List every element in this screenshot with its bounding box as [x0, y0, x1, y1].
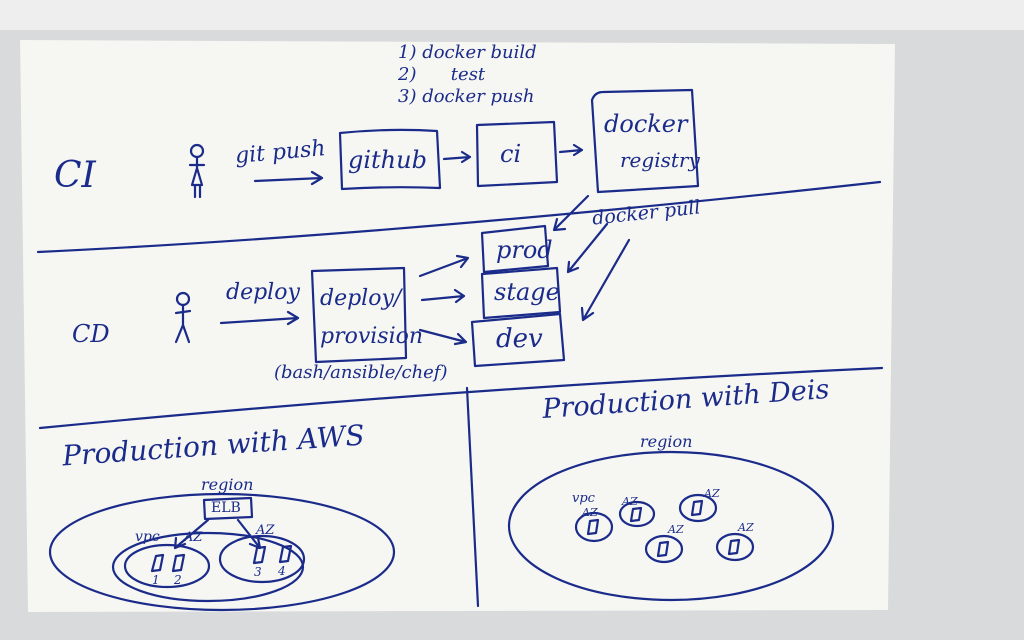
instance-4-icon: [278, 544, 293, 564]
elb-arrow-left: [173, 518, 210, 550]
elb-box: [202, 496, 254, 521]
ci-label: CI: [54, 155, 96, 196]
deploy-line2: provision: [320, 324, 424, 349]
pull-arrow-dev: [580, 238, 631, 322]
arrow-to-dev: [418, 328, 468, 346]
github-box: [338, 128, 442, 191]
divider-cd-production: [38, 366, 884, 430]
deis-region-ellipse: [507, 450, 835, 602]
arrow-ci-to-registry: [558, 143, 584, 157]
deis-az5-ellipse: [715, 532, 755, 562]
stage-box: [480, 266, 562, 320]
deis-az1-ellipse: [574, 511, 614, 543]
instance-3-icon: [252, 545, 267, 565]
registry-line1: docker: [604, 110, 688, 138]
deploy-provision-box: [310, 266, 408, 364]
arrow-to-prod: [418, 254, 470, 278]
ci-step-1: 1) docker build: [398, 42, 537, 63]
deploy-line1: deploy/: [320, 286, 402, 311]
prod-box: [480, 224, 550, 274]
deis-az3-ellipse: [678, 493, 718, 523]
cd-person-icon: [174, 291, 192, 344]
deis-instance-2-icon: [629, 506, 643, 523]
aws-region-ellipse: [48, 492, 396, 612]
deis-az4-ellipse: [644, 534, 684, 564]
dev-label: dev: [496, 324, 543, 354]
aws-az1-ellipse: [123, 543, 211, 589]
deis-az3-label: AZ: [704, 487, 720, 500]
ci-step-2: 2) test: [398, 64, 486, 85]
pull-arrow-prod: [552, 194, 590, 232]
instance-2-icon: [171, 553, 186, 573]
deis-instance-3-icon: [690, 499, 704, 517]
arrow-github-to-ci: [442, 150, 472, 164]
elb-label: ELB: [211, 500, 241, 516]
ci-box-label: ci: [500, 140, 522, 168]
github-label: github: [348, 146, 427, 174]
aws-region-label: region: [201, 475, 254, 494]
paper-sheet: [20, 40, 895, 612]
deploy-arrow: [219, 310, 300, 326]
top-strip: [0, 0, 1024, 30]
instance-4-number: 4: [278, 564, 286, 578]
arrow-to-stage: [420, 288, 466, 304]
deis-az5-label: AZ: [738, 521, 754, 534]
aws-vpc-label: vpc: [135, 529, 160, 545]
deis-az2-ellipse: [618, 500, 656, 528]
aws-az2-label: AZ: [256, 523, 275, 538]
instance-3-number: 3: [254, 565, 262, 579]
docker-registry-box: [590, 88, 700, 194]
aws-az2-ellipse: [218, 534, 306, 584]
divider-ci-cd: [36, 180, 882, 254]
pull-arrow-stage: [566, 222, 609, 274]
deis-instance-1-icon: [586, 518, 600, 536]
deis-az1-label: AZ: [582, 506, 598, 519]
instance-2-number: 2: [174, 573, 182, 587]
git-push-arrow: [253, 170, 324, 186]
instance-1-number: 1: [152, 573, 160, 587]
deis-vpc-label: vpc: [572, 491, 595, 506]
deis-region-label: region: [640, 432, 693, 451]
instance-1-icon: [150, 553, 165, 573]
stage-label: stage: [494, 278, 560, 306]
aws-vpc-ellipse: [111, 531, 305, 603]
deis-instance-5-icon: [727, 538, 741, 556]
deis-az4-label: AZ: [668, 523, 684, 536]
tools-label: (bash/ansible/chef): [274, 362, 448, 383]
registry-line2: registry: [620, 148, 700, 172]
deis-az2-label: AZ: [622, 495, 638, 508]
ci-steps-list: 1) docker build 2) test 3) docker push: [398, 44, 537, 106]
ci-step-3: 3) docker push: [398, 86, 535, 107]
prod-label: prod: [496, 236, 553, 264]
cd-label: CD: [72, 320, 110, 348]
ci-box: [475, 120, 559, 188]
divider-aws-deis: [465, 386, 480, 608]
aws-az1-label: AZ: [184, 530, 203, 545]
dev-box: [470, 312, 566, 368]
ci-person-icon: [188, 143, 206, 199]
deis-instance-4-icon: [656, 540, 670, 558]
deploy-label: deploy: [226, 280, 300, 305]
